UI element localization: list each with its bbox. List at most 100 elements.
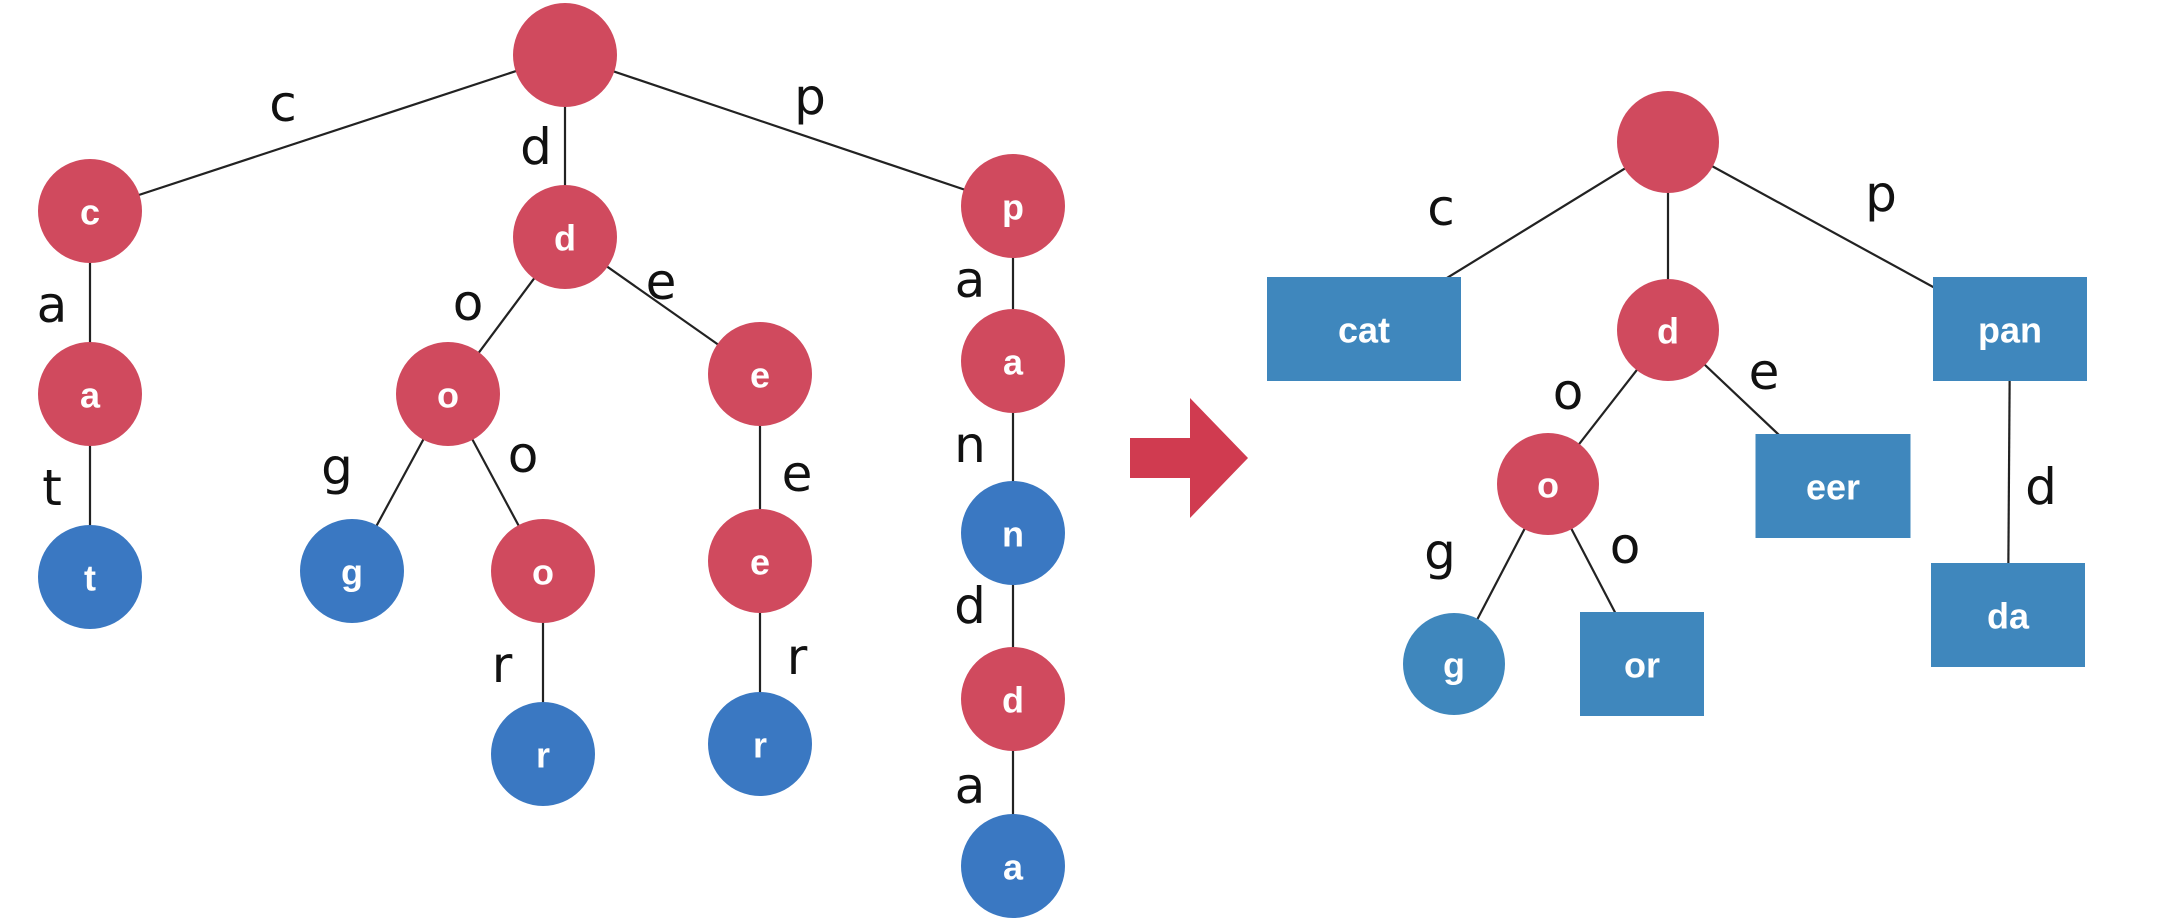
right-node-label: g bbox=[1443, 645, 1465, 686]
right-leaf-box bbox=[1933, 277, 2087, 381]
left-edge-label: a bbox=[37, 276, 68, 334]
left-node-label: n bbox=[1002, 514, 1024, 555]
left-leaf-circle bbox=[491, 702, 595, 806]
right-node-label: cat bbox=[1338, 310, 1390, 351]
right-node-label: or bbox=[1624, 645, 1660, 686]
left-leaf-circle bbox=[961, 814, 1065, 918]
right-node-label: eer bbox=[1806, 467, 1860, 508]
left-node-label: o bbox=[532, 552, 554, 593]
left-edge-label: a bbox=[955, 251, 986, 309]
left-node-deer: r bbox=[708, 692, 812, 796]
left-node-ca: a bbox=[38, 342, 142, 446]
right-edge-label: e bbox=[1749, 343, 1780, 401]
left-edge-label: p bbox=[794, 68, 826, 126]
left-node-pand: d bbox=[961, 647, 1065, 751]
right-edge-label: o bbox=[1610, 517, 1641, 575]
right-leaf-box bbox=[1755, 434, 1911, 538]
left-edge-label: n bbox=[954, 416, 986, 474]
left-node-label: e bbox=[750, 355, 770, 396]
left-node-label: p bbox=[1002, 187, 1024, 228]
right-node-o: o bbox=[1497, 433, 1599, 535]
right-edge-label: c bbox=[1427, 179, 1455, 237]
left-node-door: r bbox=[491, 702, 595, 806]
left-internal-circle bbox=[491, 519, 595, 623]
right-leaf-box bbox=[1931, 563, 2085, 667]
left-internal-circle bbox=[961, 309, 1065, 413]
left-edge-label: a bbox=[955, 757, 986, 815]
right-node-root bbox=[1617, 91, 1719, 193]
left-node-d: d bbox=[513, 185, 617, 289]
right-node-eer: eer bbox=[1755, 434, 1911, 538]
left-node-p: p bbox=[961, 154, 1065, 258]
right-edge-label: g bbox=[1424, 523, 1456, 581]
right-leaf-box bbox=[1267, 277, 1461, 381]
right-node-label: da bbox=[1987, 596, 2030, 637]
transform-arrow-icon bbox=[1130, 398, 1248, 518]
left-node-label: a bbox=[80, 375, 101, 416]
right-internal-circle bbox=[1617, 279, 1719, 381]
right-node-pan: pan bbox=[1933, 277, 2087, 381]
left-leaf-circle bbox=[300, 519, 404, 623]
left-node-panda: a bbox=[961, 814, 1065, 918]
right-internal-circle bbox=[1617, 91, 1719, 193]
right-edge-label: o bbox=[1553, 363, 1584, 421]
left-leaf-circle bbox=[38, 525, 142, 629]
left-node-label: d bbox=[1002, 680, 1024, 721]
left-edge-label: t bbox=[42, 459, 62, 517]
left-internal-circle bbox=[38, 159, 142, 263]
left-node-cat: t bbox=[38, 525, 142, 629]
left-node-label: a bbox=[1003, 342, 1024, 383]
right-node-or: or bbox=[1580, 612, 1704, 716]
left-edge-label: d bbox=[954, 577, 986, 635]
left-edge-label: r bbox=[787, 628, 808, 686]
left-node-de: e bbox=[708, 322, 812, 426]
left-edge-label: o bbox=[453, 274, 484, 332]
left-node-doo: o bbox=[491, 519, 595, 623]
left-node-label: t bbox=[84, 558, 96, 599]
left-node-label: c bbox=[80, 192, 100, 233]
left-leaf-circle bbox=[708, 692, 812, 796]
left-internal-circle bbox=[38, 342, 142, 446]
left-node-dog: g bbox=[300, 519, 404, 623]
left-edge-label: o bbox=[508, 426, 539, 484]
left-internal-circle bbox=[961, 647, 1065, 751]
left-node-label: o bbox=[437, 375, 459, 416]
left-edge-label: g bbox=[321, 438, 353, 496]
left-edge-label: c bbox=[269, 75, 297, 133]
left-node-label: a bbox=[1003, 847, 1024, 888]
left-leaf-circle bbox=[961, 481, 1065, 585]
left-node-pan: n bbox=[961, 481, 1065, 585]
left-edge-label: e bbox=[782, 445, 813, 503]
left-node-pa: a bbox=[961, 309, 1065, 413]
right-node-d: d bbox=[1617, 279, 1719, 381]
left-node-label: r bbox=[536, 735, 550, 776]
right-node-label: d bbox=[1657, 311, 1679, 352]
left-edge-label: r bbox=[492, 636, 513, 694]
right-edge-label: d bbox=[2025, 458, 2057, 516]
right-node-da: da bbox=[1931, 563, 2085, 667]
left-internal-circle bbox=[961, 154, 1065, 258]
left-edge bbox=[564, 53, 1014, 208]
left-edge-label: d bbox=[520, 118, 552, 176]
right-edge-label: p bbox=[1865, 165, 1897, 223]
left-edge bbox=[89, 53, 566, 213]
right-node-label: pan bbox=[1978, 310, 2042, 351]
left-node-label: e bbox=[750, 542, 770, 583]
left-internal-circle bbox=[396, 342, 500, 446]
left-node-do: o bbox=[396, 342, 500, 446]
left-internal-circle bbox=[513, 185, 617, 289]
left-node-label: d bbox=[554, 218, 576, 259]
left-node-label: g bbox=[341, 552, 363, 593]
right-leaf-box bbox=[1580, 612, 1704, 716]
right-internal-circle bbox=[1497, 433, 1599, 535]
compressed-trie-edges bbox=[1363, 141, 2012, 665]
left-internal-circle bbox=[513, 3, 617, 107]
left-node-label: r bbox=[753, 725, 767, 766]
right-leaf-circle bbox=[1403, 613, 1505, 715]
left-node-c: c bbox=[38, 159, 142, 263]
